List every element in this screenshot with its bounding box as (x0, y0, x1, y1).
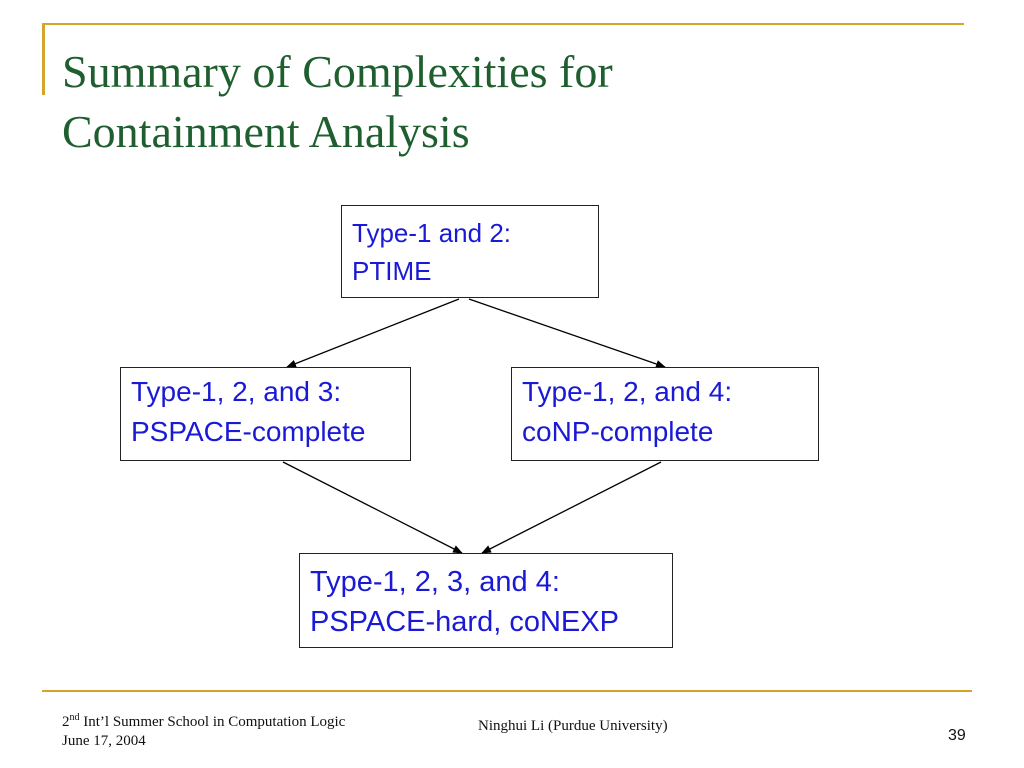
footer-event-info: 2nd Int’l Summer School in Computation L… (62, 708, 345, 751)
footer-event-name: 2nd Int’l Summer School in Computation L… (62, 708, 345, 732)
footer-accent-line (42, 690, 972, 692)
node-complexity: PSPACE-hard, coNEXP (310, 606, 619, 638)
footer-event-ordinal-suffix: nd (69, 712, 80, 723)
page-number: 39 (948, 727, 966, 744)
slide-title-line2: Containment Analysis (62, 106, 470, 157)
edge-type123-to-type1234 (282, 461, 463, 554)
node-type1-2-3-and-4: Type-1, 2, 3, and 4: PSPACE-hard, coNEXP (299, 553, 673, 648)
node-heading: Type-1, 2, 3, and 4: (310, 566, 560, 598)
edge-type12-to-type123 (286, 298, 460, 368)
node-type1-and-2: Type-1 and 2: PTIME (341, 205, 599, 298)
edge-type12-to-type124 (468, 298, 666, 368)
node-type1-2-and-4: Type-1, 2, and 4: coNP-complete (511, 367, 819, 461)
node-heading: Type-1, 2, and 3: (131, 376, 342, 407)
node-type1-2-and-3: Type-1, 2, and 3: PSPACE-complete (120, 367, 411, 461)
footer-event-title: Int’l Summer School in Computation Logic (79, 714, 346, 730)
slide-title-line1: Summary of Complexities for (62, 46, 613, 97)
node-heading: Type-1 and 2: (352, 218, 511, 248)
node-complexity: coNP-complete (522, 416, 714, 447)
footer-date: June 17, 2004 (62, 733, 146, 749)
node-complexity: PSPACE-complete (131, 416, 366, 447)
left-accent-bar (42, 23, 45, 95)
footer-author: Ninghui Li (Purdue University) (478, 718, 668, 734)
footer-event-ordinal-number: 2 (62, 714, 70, 730)
node-heading: Type-1, 2, and 4: (522, 376, 733, 407)
node-complexity: PTIME (352, 256, 432, 286)
top-accent-line (42, 23, 964, 25)
edge-type124-to-type1234 (481, 461, 662, 554)
slide-title: Summary of Complexities for Containment … (62, 42, 613, 162)
